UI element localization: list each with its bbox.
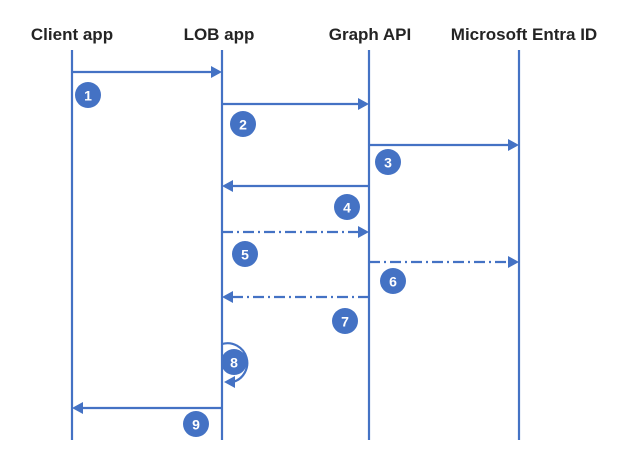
step-badge-label-5: 5: [241, 247, 249, 263]
step-badge-circle-8: [221, 349, 247, 375]
step-badge-4: 4: [334, 194, 360, 220]
step-badge-label-2: 2: [239, 117, 247, 133]
step-badge-label-9: 9: [192, 417, 200, 433]
message-line-8: [221, 342, 249, 384]
lifelines-group: [70, 50, 521, 440]
step-badge-label-1: 1: [84, 88, 92, 104]
step-badge-1: 1: [75, 82, 101, 108]
badges-group: 1 2 3 4 5 6 7 8 9: [75, 82, 406, 437]
step-badge-label-3: 3: [384, 155, 392, 171]
step-badge-circle-7: [332, 308, 358, 334]
message-4: [222, 180, 369, 192]
message-8: [221, 342, 249, 388]
step-badge-2: 2: [230, 111, 256, 137]
step-badge-circle-5: [232, 241, 258, 267]
arrowhead-4: [222, 180, 233, 192]
message-6: [369, 256, 519, 268]
arrowhead-8: [224, 376, 235, 388]
actor-label-graph-api: Graph API: [329, 25, 412, 44]
arrowhead-5: [358, 226, 369, 238]
actor-label-lob-app: LOB app: [184, 25, 255, 44]
step-badge-circle-2: [230, 111, 256, 137]
message-3: [369, 139, 519, 151]
step-badge-label-8: 8: [230, 355, 238, 371]
step-badge-5: 5: [232, 241, 258, 267]
step-badge-circle-6: [380, 268, 406, 294]
message-7: [222, 291, 369, 303]
arrowhead-6: [508, 256, 519, 268]
arrowhead-2: [358, 98, 369, 110]
step-badge-circle-1: [75, 82, 101, 108]
arrowhead-9: [72, 402, 83, 414]
step-badge-label-7: 7: [341, 314, 349, 330]
step-badge-label-4: 4: [343, 200, 351, 216]
step-badge-circle-9: [183, 411, 209, 437]
step-badge-7: 7: [332, 308, 358, 334]
actor-label-client-app: Client app: [31, 25, 113, 44]
message-1: [72, 66, 222, 78]
message-5: [222, 226, 369, 238]
step-badge-3: 3: [375, 149, 401, 175]
message-9: [72, 402, 222, 414]
step-badge-label-6: 6: [389, 274, 397, 290]
step-badge-8: 8: [221, 349, 247, 375]
step-badge-circle-4: [334, 194, 360, 220]
step-badge-9: 9: [183, 411, 209, 437]
messages-group: [72, 66, 519, 414]
actor-labels-group: Client app LOB app Graph API Microsoft Entr…: [31, 25, 597, 44]
arrowhead-7: [222, 291, 233, 303]
step-badge-circle-3: [375, 149, 401, 175]
arrowhead-3: [508, 139, 519, 151]
message-2: [222, 98, 369, 110]
step-badge-6: 6: [380, 268, 406, 294]
actor-label-microsoft-entra-id: Microsoft Entra ID: [451, 25, 597, 44]
arrowhead-1: [211, 66, 222, 78]
